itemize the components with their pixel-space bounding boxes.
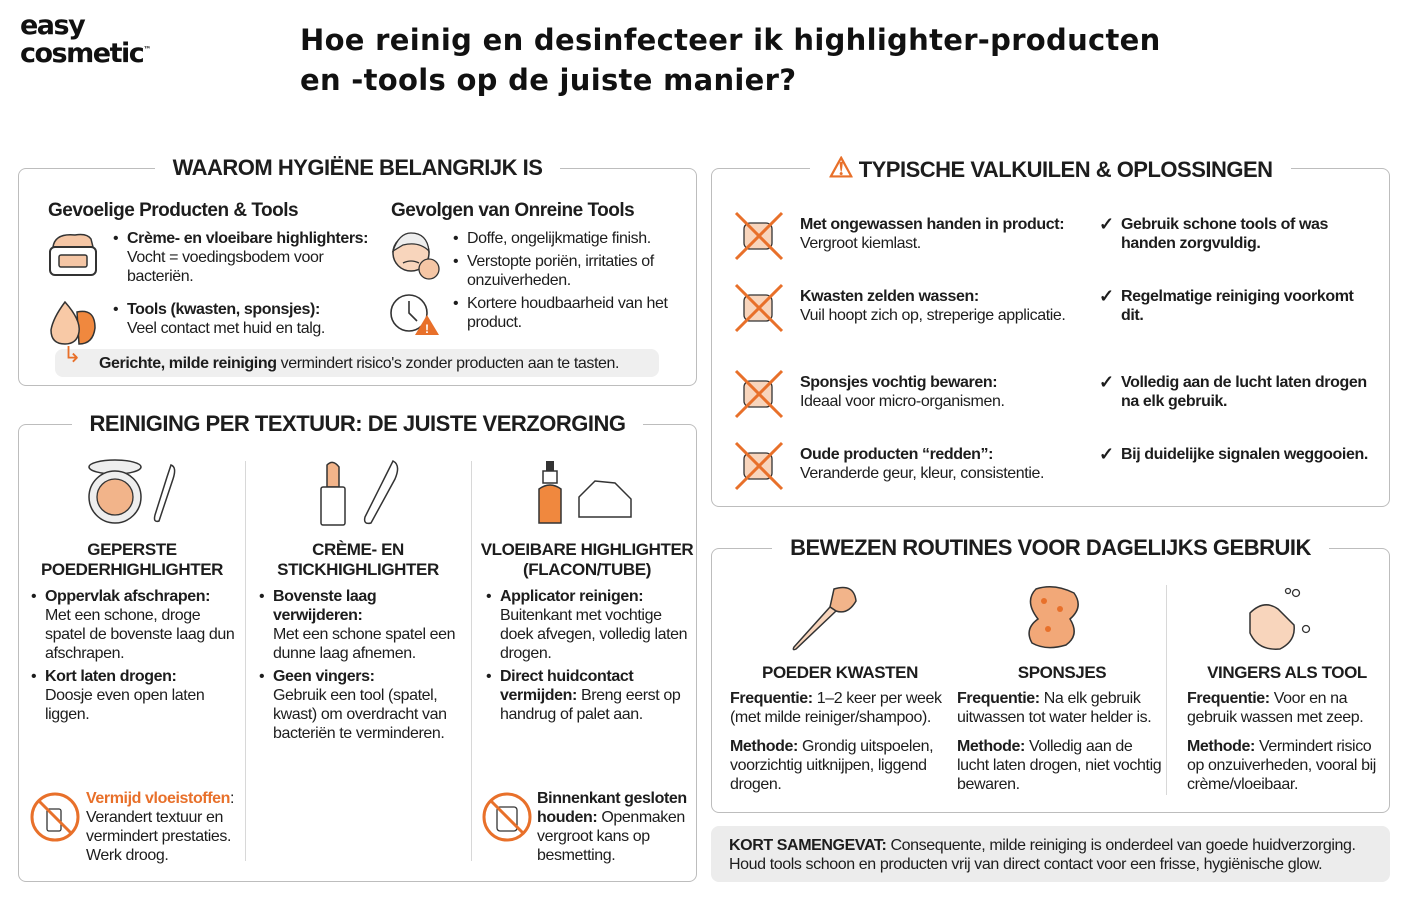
list-item: Tools (kwasten, sponsjes):Veel contact m… — [47, 300, 377, 346]
page-title: Hoe reinig en desinfecteer ik highlighte… — [300, 23, 1161, 97]
cream-jar-icon — [49, 233, 97, 276]
routine-title: VINGERS ALS TOOL — [1207, 663, 1367, 682]
pitfall-row: Kwasten zelden wassen:Vuil hoopt zich op… — [732, 281, 1377, 353]
section-heading: TYPISCHE VALKUILEN & OPLOSSINGEN — [858, 157, 1273, 182]
routine-title: POEDER KWASTEN — [762, 663, 918, 682]
routine-title: SPONSJES — [1017, 663, 1107, 682]
section-heading: BEWEZEN ROUTINES VOOR DAGELIJKS GEBRUIK — [772, 535, 1329, 560]
column-title: CRÈME- EN STICKHIGHLIGHTER — [277, 540, 439, 579]
pitfall-icon-3 — [734, 441, 784, 491]
pitfall-row: Oude producten “redden”:Veranderde geur,… — [732, 439, 1377, 497]
subheading: Gevoelige Producten & Tools — [48, 200, 299, 221]
tip-banner: ↳ Gerichte, milde reiniging vermindert r… — [55, 344, 659, 377]
pitfall-icon-1 — [734, 283, 784, 333]
solution-text: Regelmatige reiniging voorkomt dit. — [1099, 287, 1377, 325]
hygiene-panel: WAAROM HYGIËNE BELANGRIJK IS Gevoelige P… — [18, 155, 697, 386]
column-title: VLOEIBARE HIGHLIGHTER (FLACON/TUBE) — [480, 540, 694, 579]
no-open-jar-icon — [482, 792, 532, 842]
summary-box: KORT SAMENGEVAT: Consequente, milde rein… — [711, 826, 1390, 882]
pitfall-icon-0 — [734, 211, 784, 261]
clock-warning-icon: ! — [390, 294, 439, 336]
face-irritation-icon — [391, 232, 440, 280]
stick-highlighter-icon — [320, 459, 399, 526]
powder-compact-icon — [88, 459, 176, 524]
texture-panel: REINIGING PER TEXTUUR: DE JUISTE VERZORG… — [18, 411, 697, 882]
sponge-icon — [1028, 586, 1079, 649]
solution-text: Gebruik schone tools of was handen zorgv… — [1099, 215, 1377, 253]
solution-text: Volledig aan de lucht laten drogen na el… — [1099, 373, 1377, 411]
washing-hands-icon — [1249, 587, 1311, 650]
section-heading: WAAROM HYGIËNE BELANGRIJK IS — [154, 155, 561, 180]
liquid-bottle-icon — [538, 461, 632, 524]
pitfall-row: Sponsjes vochtig bewaren:Ideaal voor mic… — [732, 367, 1377, 425]
svg-text:!: ! — [425, 322, 429, 336]
subheading: Gevolgen van Onreine Tools — [391, 200, 635, 221]
solution-text: Bij duidelijke signalen weggooien. — [1099, 445, 1377, 464]
column-title: GEPERSTE POEDERHIGHLIGHTER — [40, 540, 224, 579]
sponge-icon — [50, 300, 96, 345]
warning-icon: ⚠ — [828, 152, 854, 183]
routines-panel: BEWEZEN ROUTINES VOOR DAGELIJKS GEBRUIK … — [711, 535, 1390, 813]
section-heading: REINIGING PER TEXTUUR: DE JUISTE VERZORG… — [71, 411, 644, 436]
sensitive-list: Crème- en vloeibare highlighters:Vocht =… — [47, 229, 377, 356]
powder-brush-icon — [792, 586, 857, 651]
pitfall-icon-2 — [734, 369, 784, 419]
pitfalls-panel: ⚠ TYPISCHE VALKUILEN & OPLOSSINGEN Met o… — [711, 152, 1390, 507]
arrow-right-icon: ↳ — [63, 342, 82, 367]
list-item: Crème- en vloeibare highlighters:Vocht =… — [47, 229, 377, 290]
no-spray-icon — [30, 792, 80, 842]
pitfall-row: Met ongewassen handen in product:Vergroo… — [732, 209, 1377, 267]
pitfall-list: Met ongewassen handen in product:Vergroo… — [732, 209, 1377, 511]
